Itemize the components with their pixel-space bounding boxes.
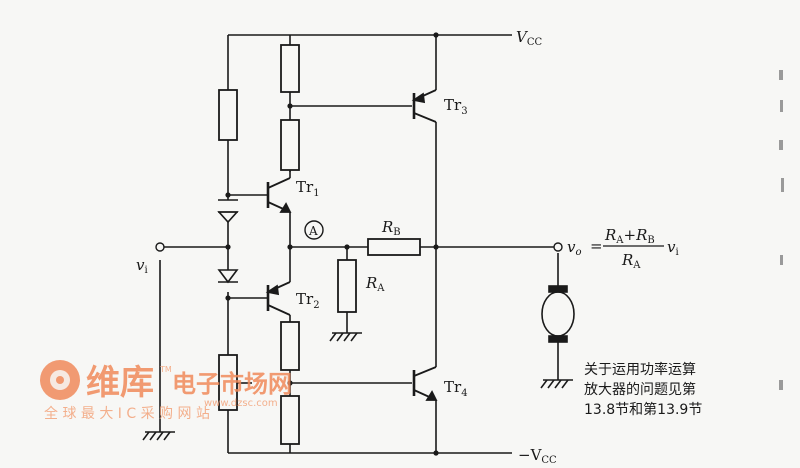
- formula-numerator: RA+RB: [604, 226, 655, 246]
- node-a-marker: [304, 220, 324, 240]
- watermark: 维库 TM 电子市场网 www.dzsc.com 全 球 最 大 I C 采 购…: [40, 360, 292, 422]
- resistor-r3: [280, 321, 300, 371]
- watermark-tm: TM: [159, 365, 172, 374]
- transistor-tr2: [265, 281, 291, 316]
- resistor-r1: [280, 44, 300, 93]
- wires: [159, 34, 560, 454]
- scan-edge: [779, 70, 784, 390]
- resistor-r4: [280, 395, 300, 445]
- transistor-tr1: [266, 177, 292, 213]
- motor-body: [541, 291, 575, 337]
- formula-lhs: vo: [567, 238, 582, 258]
- diode-d1: [217, 211, 239, 224]
- resistor-rb: [367, 238, 421, 256]
- transistor-tr4: [412, 366, 438, 401]
- formula-denominator: RA: [621, 251, 641, 271]
- diodes: [217, 199, 239, 284]
- output-formula: vo = RA+RB RA vi: [567, 226, 679, 271]
- ground-motor: [540, 379, 573, 389]
- note-line-2: 放大器的问题见第: [584, 381, 696, 398]
- component-labels: VCC −VCC Tr1 Tr2 Tr3 Tr4 RA RB A vi: [136, 28, 557, 466]
- ground-ra: [329, 332, 362, 342]
- resistor-left-top: [218, 89, 238, 141]
- motor: [541, 285, 575, 343]
- vee-label: −VCC: [518, 446, 557, 466]
- vi-label: vi: [136, 256, 148, 276]
- resistors: [218, 44, 421, 445]
- transistors: [265, 89, 438, 401]
- input-terminal: [155, 242, 165, 252]
- watermark-url: www.dzsc.com: [204, 398, 278, 409]
- note-line-3: 13.8节和第13.9节: [584, 401, 702, 418]
- ground-input: [142, 431, 175, 441]
- watermark-name: 电子市场网: [172, 370, 292, 398]
- note-line-1: 关于运用功率运算: [584, 361, 696, 378]
- formula-eq: =: [590, 237, 603, 255]
- rb-label: RB: [381, 218, 401, 238]
- watermark-logo-icon: [40, 360, 80, 400]
- terminals: [155, 220, 563, 252]
- tr4-label: Tr4: [444, 378, 468, 399]
- resistor-r2: [280, 119, 300, 171]
- grounds: [142, 332, 573, 441]
- formula-tail: vi: [667, 238, 679, 258]
- ra-label: RA: [365, 274, 385, 294]
- transistor-tr3: [411, 89, 437, 123]
- node-a-label: A: [308, 224, 318, 238]
- watermark-slogan: 全 球 最 大 I C 采 购 网 站: [44, 405, 210, 422]
- junction-dots: [225, 32, 439, 456]
- tr1-label: Tr1: [296, 178, 320, 199]
- output-terminal: [553, 242, 563, 252]
- tr2-label: Tr2: [296, 290, 320, 311]
- tr3-label: Tr3: [444, 96, 468, 117]
- reference-note: 关于运用功率运算 放大器的问题见第 13.8节和第13.9节: [584, 361, 702, 418]
- watermark-brand: 维库: [86, 363, 154, 403]
- resistor-ra: [337, 259, 357, 313]
- diode-d2: [217, 269, 239, 284]
- vcc-label: VCC: [516, 28, 542, 48]
